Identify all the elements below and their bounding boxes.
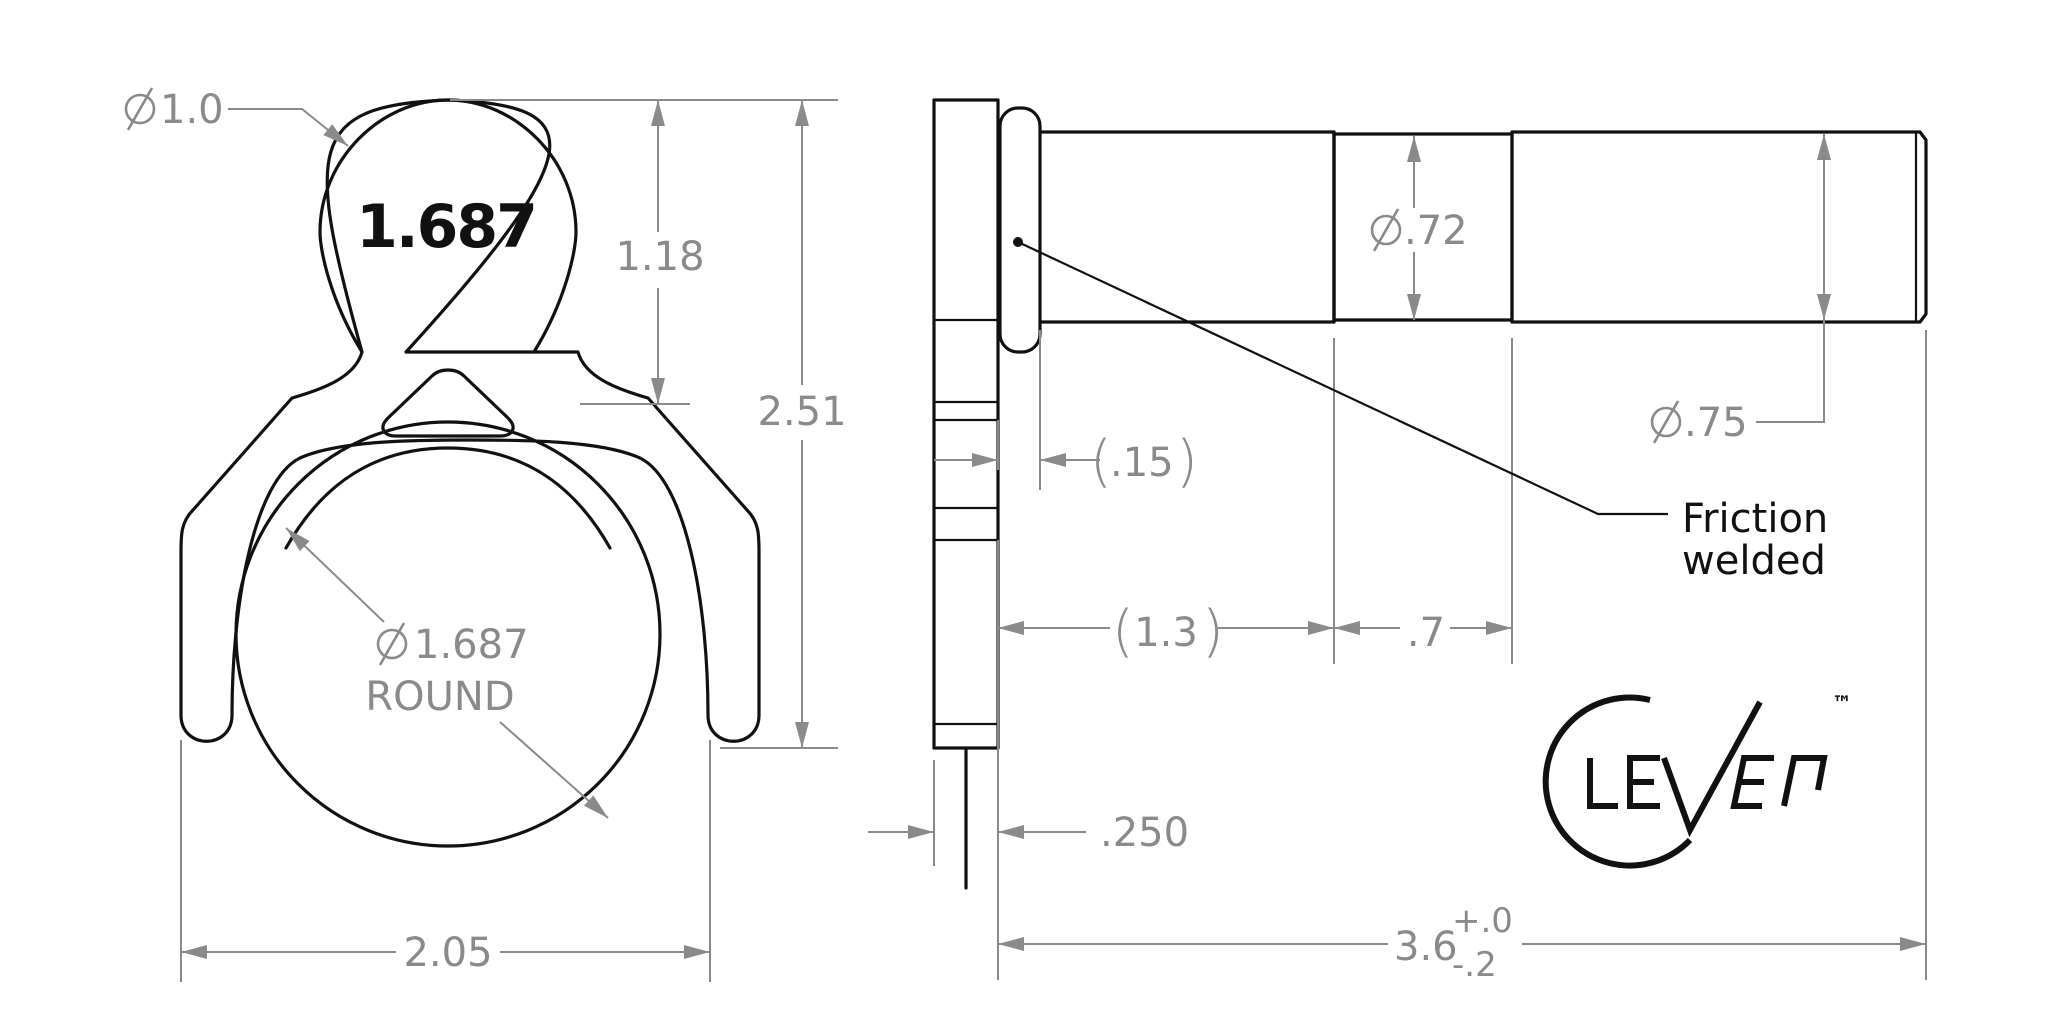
total-height-dimension: 2.51 (656, 99, 847, 749)
svg-text:): ) (1176, 429, 1198, 494)
svg-text:.250: .250 (1100, 810, 1189, 856)
plate-thickness-dimension: .250 (868, 760, 1189, 866)
logo-c-arc (1542, 694, 1693, 869)
svg-text:2.51: 2.51 (757, 389, 846, 435)
svg-text:ROUND: ROUND (365, 674, 514, 720)
bore-circle (234, 420, 662, 848)
shaft-diameter-dimension: .75 (1650, 134, 1831, 446)
svg-text:™: ™ (1832, 691, 1852, 715)
shaft-length-dimensions: ( 1.3 ) .7 (997, 338, 1513, 980)
side-view (932, 98, 1928, 890)
svg-text:2.05: 2.05 (403, 930, 492, 976)
svg-text:.7: .7 (1407, 610, 1445, 656)
svg-text:1.18: 1.18 (615, 234, 704, 280)
svg-text:3.6: 3.6 (1394, 924, 1458, 970)
svg-text:1.3: 1.3 (1134, 610, 1198, 656)
shaft-section-2 (1510, 130, 1928, 324)
weld-collar (998, 106, 1042, 354)
front-view-dimensions: 1.0 1.18 2.51 (124, 87, 847, 982)
svg-text:welded: welded (1682, 538, 1826, 584)
svg-text:.15: .15 (1110, 440, 1174, 486)
bore-chamfer (284, 446, 612, 550)
svg-text:+.0: +.0 (1452, 901, 1513, 941)
head-circle (318, 98, 578, 354)
svg-text:-.2: -.2 (1452, 945, 1497, 985)
friction-welded-note: Friction welded (1013, 237, 1828, 584)
svg-text:.72: .72 (1404, 208, 1468, 254)
side-view-dimensions: .72 .75 ( .15 ) (868, 134, 1927, 985)
svg-text:Friction: Friction (1682, 496, 1828, 542)
bore-diameter-callout: 1.687 ROUND (281, 522, 613, 824)
gauge-outline (179, 98, 761, 743)
head-height-dimension: 1.18 (450, 99, 705, 405)
collar-width-dimension: ( .15 ) (934, 330, 1198, 494)
shaft-section-1 (1038, 130, 1336, 324)
plate (932, 98, 1000, 750)
svg-text:.75: .75 (1684, 400, 1748, 446)
svg-text:1.687: 1.687 (414, 622, 529, 668)
front-view: 1.687 (179, 98, 761, 848)
neck-diameter-dimension: .72 (1370, 136, 1468, 320)
total-width-dimension: 2.05 (180, 740, 711, 982)
engraved-size: 1.687 (356, 192, 536, 262)
svg-text:(: ( (1090, 429, 1112, 494)
overall-length-dimension: 3.6 +.0 -.2 (998, 330, 1927, 985)
head-diameter-callout: 1.0 (124, 87, 353, 152)
svg-text:1.0: 1.0 (160, 87, 224, 133)
svg-text:(: ( (1112, 599, 1134, 664)
clever-logo: ™ (1542, 691, 1852, 869)
svg-text:): ) (1202, 599, 1224, 664)
